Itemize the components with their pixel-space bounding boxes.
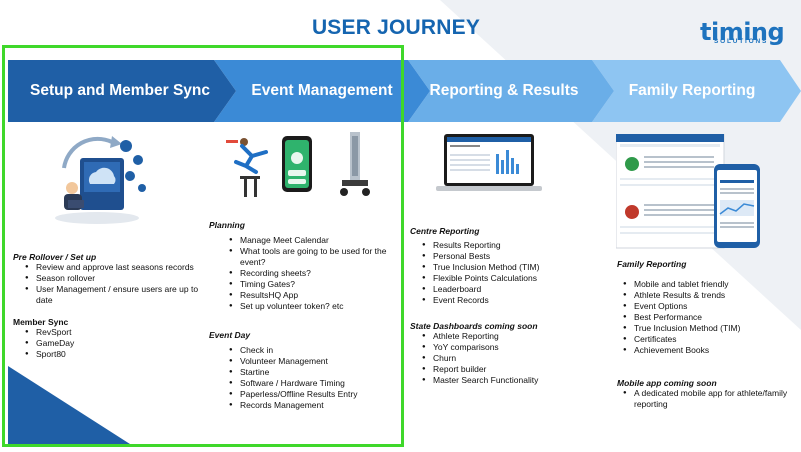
mobile-app-section: Mobile app coming soon A dedicated mobil… <box>617 378 797 410</box>
logo-subtitle: SOLUTIONS <box>714 38 768 45</box>
family-reporting-section: Family Reporting Mobile and tablet frien… <box>617 259 797 356</box>
list-item: True Inclusion Method (TIM) <box>420 262 600 273</box>
list-item: Personal Bests <box>420 251 600 262</box>
list-item: Flexible Points Calculations <box>420 273 600 284</box>
mobile-app-heading: Mobile app coming soon <box>617 378 797 388</box>
laptop-dashboard-illustration <box>436 134 542 194</box>
centre-reporting-list: Results Reporting Personal Bests True In… <box>420 240 600 306</box>
mobile-app-list: A dedicated mobile app for athlete/famil… <box>621 388 797 410</box>
stage-label-reporting: Reporting & Results <box>418 60 590 122</box>
page-title: USER JOURNEY <box>0 16 792 40</box>
state-dashboards-list: Athlete Reporting YoY comparisons Churn … <box>420 331 600 386</box>
highlight-frame <box>2 45 404 447</box>
list-item: Athlete Results & trends <box>621 290 797 301</box>
list-item: True Inclusion Method (TIM) <box>621 323 797 334</box>
state-dashboards-section: State Dashboards coming soon Athlete Rep… <box>410 321 600 386</box>
list-item: Master Search Functionality <box>420 375 600 386</box>
list-item: Report builder <box>420 364 600 375</box>
list-item: Event Records <box>420 295 600 306</box>
list-item: Certificates <box>621 334 797 345</box>
list-item: Event Options <box>621 301 797 312</box>
list-item: Best Performance <box>621 312 797 323</box>
timing-solutions-logo: timing SOLUTIONS <box>700 18 790 48</box>
list-item: Achievement Books <box>621 345 797 356</box>
family-reporting-list: Mobile and tablet friendly Athlete Resul… <box>621 279 797 356</box>
list-item: Results Reporting <box>420 240 600 251</box>
list-item: Churn <box>420 353 600 364</box>
list-item: YoY comparisons <box>420 342 600 353</box>
tablet-phone-illustration <box>616 134 762 250</box>
list-item: Athlete Reporting <box>420 331 600 342</box>
list-item: A dedicated mobile app for athlete/famil… <box>621 388 797 410</box>
stage-label-family: Family Reporting <box>608 60 776 122</box>
centre-reporting-heading: Centre Reporting <box>410 226 600 236</box>
centre-reporting-section: Centre Reporting Results Reporting Perso… <box>410 226 600 306</box>
state-dashboards-heading: State Dashboards coming soon <box>410 321 600 331</box>
list-item: Mobile and tablet friendly <box>621 279 797 290</box>
family-reporting-heading: Family Reporting <box>617 259 797 269</box>
list-item: Leaderboard <box>420 284 600 295</box>
